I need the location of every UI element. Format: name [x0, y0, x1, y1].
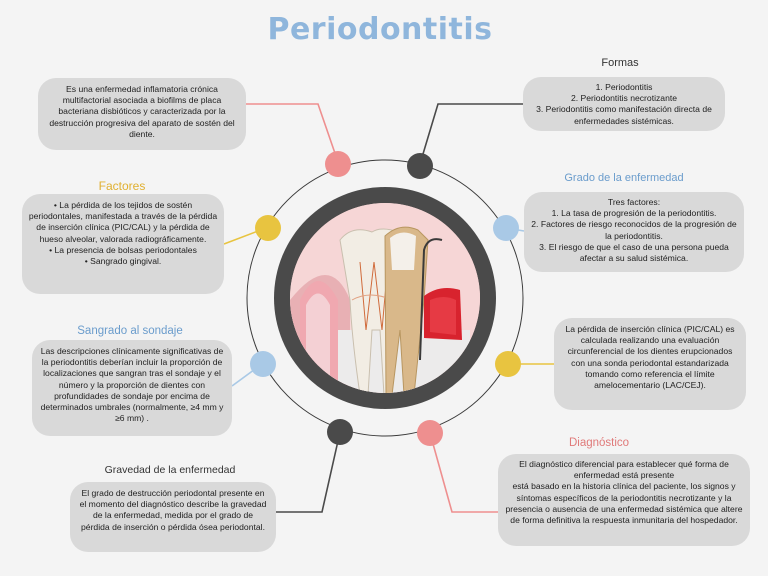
node-gravedad: [327, 419, 353, 445]
sangrado-heading: Sangrado al sondaje: [77, 325, 183, 337]
connector-definition: [246, 103, 339, 163]
formas-box: 1. Periodontitis 2. Periodontitis necrot…: [523, 77, 725, 131]
outer-ring: [246, 159, 524, 437]
diagnostico-box: El diagnóstico diferencial para establec…: [498, 454, 750, 546]
factores-item-2: • La presencia de bolsas periodontales: [49, 244, 197, 255]
sangrado-box: Las descripciones clínicamente significa…: [32, 340, 232, 436]
node-perdida: [495, 351, 521, 377]
connector-formas: [419, 103, 523, 165]
connector-gravedad: [276, 431, 341, 513]
gravedad-text: El grado de destrucción periodontal pres…: [79, 488, 267, 532]
grado-item-3: 3. El riesgo de que el caso de una perso…: [539, 241, 729, 264]
grado-box: Tres factores: 1. La tasa de progresión …: [524, 192, 744, 272]
gravedad-heading: Gravedad de la enfermedad: [104, 464, 236, 476]
grado-heading: Grado de la enfermedad: [564, 172, 684, 184]
perdida-box: La pérdida de inserción clínica (PIC/CAL…: [554, 318, 746, 410]
diagnostico-line-1: El diagnóstico diferencial para establec…: [519, 459, 729, 481]
factores-item-3: • Sangrado gingival.: [84, 256, 162, 267]
perdida-text: La pérdida de inserción clínica (PIC/CAL…: [565, 324, 735, 391]
node-diagnostico: [417, 420, 443, 446]
formas-item-3: 3. Periodontitis como manifestación dire…: [536, 104, 712, 126]
factores-item-1: • La pérdida de los tejidos de sostén pe…: [28, 200, 218, 244]
node-formas: [407, 153, 433, 179]
grado-item-2: 2. Factores de riesgo reconocidos de la …: [531, 219, 737, 241]
definition-text: Es una enfermedad inflamatoria crónica m…: [49, 84, 235, 139]
gravedad-box: El grado de destrucción periodontal pres…: [70, 482, 276, 552]
node-definition: [325, 151, 351, 177]
grado-intro: Tres factores:: [607, 197, 661, 207]
node-grado: [493, 215, 519, 241]
node-factores: [255, 215, 281, 241]
formas-item-2: 2. Periodontitis necrotizante: [570, 93, 678, 104]
formas-heading: Formas: [601, 57, 639, 69]
node-sangrado: [250, 351, 276, 377]
grado-item-1: 1. La tasa de progresión de la periodont…: [551, 208, 717, 219]
factores-box: • La pérdida de los tejidos de sostén pe…: [22, 194, 224, 294]
diagnostico-line-2: está basado en la historia clínica del p…: [505, 481, 743, 526]
diagnostico-heading: Diagnóstico: [568, 437, 630, 449]
formas-item-1: 1. Periodontitis: [595, 82, 653, 92]
sangrado-text: Las descripciones clínicamente significa…: [40, 346, 224, 424]
definition-box: Es una enfermedad inflamatoria crónica m…: [38, 78, 246, 150]
page-title: Periodontitis: [267, 12, 493, 47]
factores-heading: Factores: [98, 179, 146, 193]
connector-diagnostico: [429, 432, 498, 513]
